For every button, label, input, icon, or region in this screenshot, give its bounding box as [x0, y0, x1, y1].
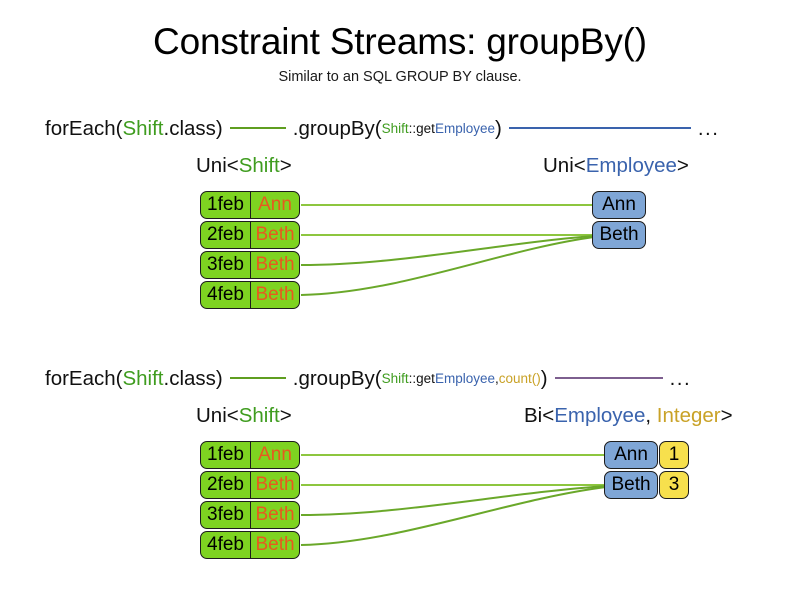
right-type-prefix: Bi<	[524, 404, 555, 427]
group-by-arg-class: Shift	[381, 121, 409, 136]
shift-employee: Beth	[255, 254, 295, 275]
for-each-type: Shift	[122, 367, 164, 390]
code-line-groupby-single: forEach(Shift.class) .groupBy(Shift::get…	[45, 114, 719, 144]
code-ellipsis: ...	[669, 367, 692, 390]
right-type-suffix: >	[720, 404, 733, 427]
code-line-groupby-count: forEach(Shift.class) .groupBy(Shift::get…	[45, 364, 691, 394]
right-type-suffix: >	[676, 154, 689, 177]
shift-row[interactable]: 3feb Beth	[200, 251, 300, 279]
shift-date: 2feb	[201, 222, 251, 248]
shift-employee: Beth	[255, 224, 295, 245]
group-list-2: Ann 1 Beth 3	[604, 441, 689, 501]
group-by-arg-comma: ,	[494, 371, 499, 386]
group-row[interactable]: Beth	[592, 221, 646, 249]
left-type-suffix: >	[279, 404, 292, 427]
left-type-prefix: Uni<	[196, 404, 239, 427]
group-list-1: Ann Beth	[592, 191, 646, 251]
for-each-type: Shift	[122, 117, 164, 140]
right-type-generic2: Integer	[656, 404, 721, 427]
page-title: Constraint Streams: groupBy()	[153, 21, 647, 62]
shift-date: 1feb	[201, 192, 251, 218]
for-each-tail: .class)	[163, 367, 223, 390]
right-type-generic: Employee	[554, 404, 646, 427]
group-by-arg-collector: count()	[498, 371, 541, 386]
right-type-label-1: Uni<Employee>	[543, 153, 689, 179]
group-by-tail: )	[494, 117, 502, 140]
group-by-arg-sep: ::get	[408, 121, 435, 136]
group-row[interactable]: Beth 3	[604, 471, 689, 499]
group-by-keyword: .groupBy(	[292, 367, 382, 390]
right-type-prefix: Uni<	[543, 154, 586, 177]
connector-rule-green	[229, 127, 286, 129]
connector-rule-green	[229, 377, 286, 379]
group-by-arg-prop: Employee	[434, 121, 495, 136]
right-type-comma: ,	[645, 404, 657, 427]
left-type-prefix: Uni<	[196, 154, 239, 177]
left-type-label-1: Uni<Shift>	[196, 153, 292, 179]
shift-date: 1feb	[201, 442, 251, 468]
group-count: 3	[659, 471, 689, 499]
group-by-arg-class: Shift	[381, 371, 409, 386]
group-employee: Beth	[592, 221, 646, 249]
shift-employee: Beth	[255, 474, 295, 495]
shift-list-2: 1feb Ann 2feb Beth 3feb Beth 4feb Beth	[200, 441, 300, 561]
shift-employee: Ann	[258, 444, 292, 465]
right-type-generic: Employee	[585, 154, 677, 177]
group-employee: Ann	[592, 191, 646, 219]
group-employee: Ann	[604, 441, 658, 469]
shift-row[interactable]: 4feb Beth	[200, 531, 300, 559]
shift-list-1: 1feb Ann 2feb Beth 3feb Beth 4feb Beth	[200, 191, 300, 311]
for-each-keyword: forEach(	[45, 117, 123, 140]
shift-row[interactable]: 4feb Beth	[200, 281, 300, 309]
right-type-label-2: Bi<Employee, Integer>	[524, 403, 733, 429]
left-type-label-2: Uni<Shift>	[196, 403, 292, 429]
shift-row[interactable]: 1feb Ann	[200, 441, 300, 469]
connector-rule-blue	[508, 127, 691, 129]
group-by-arg-prop: Employee	[434, 371, 495, 386]
for-each-tail: .class)	[163, 117, 223, 140]
shift-date: 3feb	[201, 252, 251, 278]
group-employee: Beth	[604, 471, 658, 499]
group-by-tail: )	[540, 367, 548, 390]
shift-date: 3feb	[201, 502, 251, 528]
shift-employee: Beth	[255, 504, 295, 525]
group-row[interactable]: Ann	[592, 191, 646, 219]
group-by-arg-sep: ::get	[408, 371, 435, 386]
shift-employee: Ann	[258, 194, 292, 215]
shift-date: 4feb	[201, 532, 251, 558]
left-type-suffix: >	[279, 154, 292, 177]
group-count: 1	[659, 441, 689, 469]
page-subtitle: Similar to an SQL GROUP BY clause.	[278, 69, 522, 85]
shift-date: 2feb	[201, 472, 251, 498]
shift-row[interactable]: 2feb Beth	[200, 471, 300, 499]
shift-employee: Beth	[255, 534, 295, 555]
connector-rule-purple	[554, 377, 663, 379]
group-row[interactable]: Ann 1	[604, 441, 689, 469]
left-type-generic: Shift	[238, 404, 280, 427]
group-by-keyword: .groupBy(	[292, 117, 382, 140]
shift-date: 4feb	[201, 282, 251, 308]
shift-employee: Beth	[255, 284, 295, 305]
for-each-keyword: forEach(	[45, 367, 123, 390]
code-ellipsis: ...	[697, 117, 720, 140]
shift-row[interactable]: 1feb Ann	[200, 191, 300, 219]
left-type-generic: Shift	[238, 154, 280, 177]
shift-row[interactable]: 3feb Beth	[200, 501, 300, 529]
shift-row[interactable]: 2feb Beth	[200, 221, 300, 249]
